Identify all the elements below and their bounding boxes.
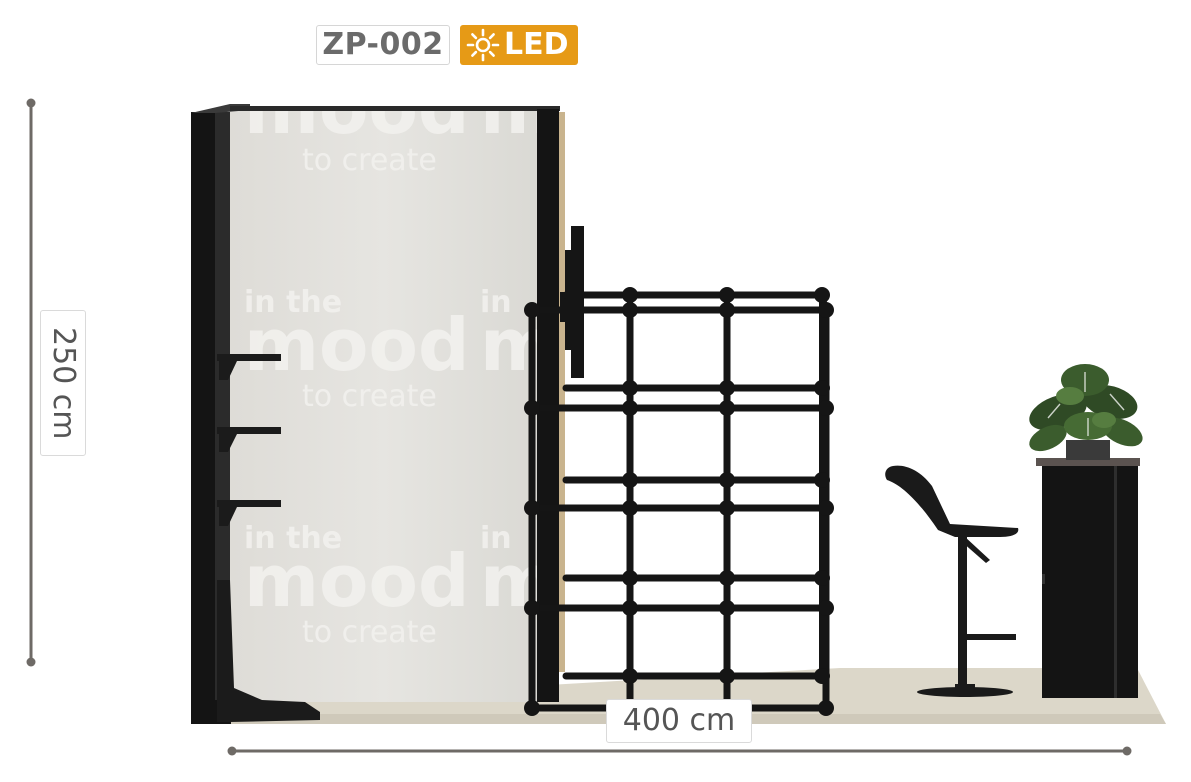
wall-graphic: mood m to create in the in mood m to cre…	[244, 66, 555, 650]
pipe-joint	[814, 668, 830, 684]
pipe-joint	[524, 400, 540, 416]
pipe-joint	[622, 472, 638, 488]
graphic-to-create: to create	[302, 615, 437, 650]
graphic-in: in	[480, 521, 512, 556]
pipe-joint	[818, 700, 834, 716]
graphic-in-the: in the	[244, 285, 342, 320]
pipe-joint	[814, 380, 830, 396]
graphic-word-mood: mood	[244, 303, 470, 387]
pipe-joint	[524, 500, 540, 516]
pipe-joint	[719, 400, 735, 416]
wall-frame	[191, 104, 565, 724]
height-dimension-label: 250 cm	[40, 310, 86, 456]
bar-stool	[885, 465, 1019, 697]
width-dimension-label: 400 cm	[606, 699, 752, 743]
led-badge: LED	[460, 25, 578, 65]
pipe-joint	[814, 472, 830, 488]
counter-cabinet	[1036, 458, 1140, 698]
wall-left-post	[191, 112, 215, 724]
shelf	[217, 354, 281, 380]
pipe-joint	[622, 570, 638, 586]
graphic-in: in	[480, 285, 512, 320]
pipe-joint	[622, 302, 638, 318]
pipe-joint	[719, 570, 735, 586]
floor-platform	[196, 668, 1166, 724]
pipe-joint	[622, 668, 638, 684]
width-dimension-line	[227, 746, 1132, 756]
pipe-joint	[818, 600, 834, 616]
floor-shelf-bracket	[217, 580, 320, 722]
pipe-joint	[524, 700, 540, 716]
potted-plant	[1029, 364, 1143, 460]
pipe-grid-shelving	[524, 287, 834, 716]
pipe-joint	[814, 287, 830, 303]
pipe-joint	[622, 380, 638, 396]
pipe-joint	[719, 600, 735, 616]
sun-icon	[466, 28, 500, 62]
pipe-joint	[719, 472, 735, 488]
height-dimension-line	[26, 98, 36, 667]
pipe-joint	[524, 600, 540, 616]
pipe-joint	[818, 302, 834, 318]
pipe-joint	[719, 500, 735, 516]
pipe-joint	[622, 287, 638, 303]
pipe-joint	[719, 380, 735, 396]
pipe-joint	[524, 302, 540, 318]
pipe-joint	[622, 400, 638, 416]
wall-panel	[230, 110, 538, 702]
pipe-joint	[622, 600, 638, 616]
graphic-word-mood: mood	[244, 66, 470, 150]
pipe-joint	[719, 668, 735, 684]
graphic-to-create: to create	[302, 143, 437, 178]
graphic-to-create: to create	[302, 379, 437, 414]
shelf	[217, 500, 281, 526]
pipe-joint	[719, 302, 735, 318]
led-label: LED	[504, 27, 569, 62]
graphic-in-the: in the	[244, 521, 342, 556]
graphic-word-mood: mood	[244, 539, 470, 623]
shelf	[217, 427, 281, 452]
pipe-joint	[719, 287, 735, 303]
pipe-joint	[622, 500, 638, 516]
graphic-word-m: m	[480, 66, 555, 150]
model-code-badge: ZP-002	[316, 25, 450, 65]
wall-shelves	[217, 354, 320, 722]
pipe-joint	[818, 400, 834, 416]
pipe-joint	[814, 570, 830, 586]
pipe-joint	[818, 500, 834, 516]
